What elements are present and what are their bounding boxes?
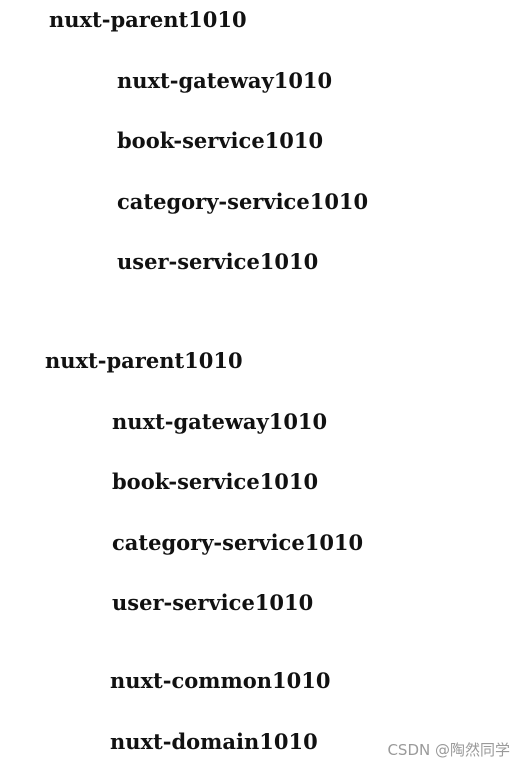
child-module-name: user-service1010 bbox=[117, 249, 319, 274]
child-module-name: book-service1010 bbox=[117, 128, 324, 153]
child-module-name: user-service1010 bbox=[112, 590, 314, 615]
child-module-name: book-service1010 bbox=[112, 469, 319, 494]
child-module-name: nuxt-gateway1010 bbox=[117, 68, 333, 93]
parent-module-name: nuxt-parent1010 bbox=[49, 7, 247, 32]
child-module-name: nuxt-domain1010 bbox=[110, 729, 318, 754]
child-module-name: nuxt-gateway1010 bbox=[112, 409, 328, 434]
watermark: CSDN @陶然同学 bbox=[387, 741, 510, 759]
child-module-name: nuxt-common1010 bbox=[110, 668, 331, 693]
child-module-name: category-service1010 bbox=[117, 189, 369, 214]
child-module-name: category-service1010 bbox=[112, 530, 364, 555]
parent-module-name: nuxt-parent1010 bbox=[45, 348, 243, 373]
